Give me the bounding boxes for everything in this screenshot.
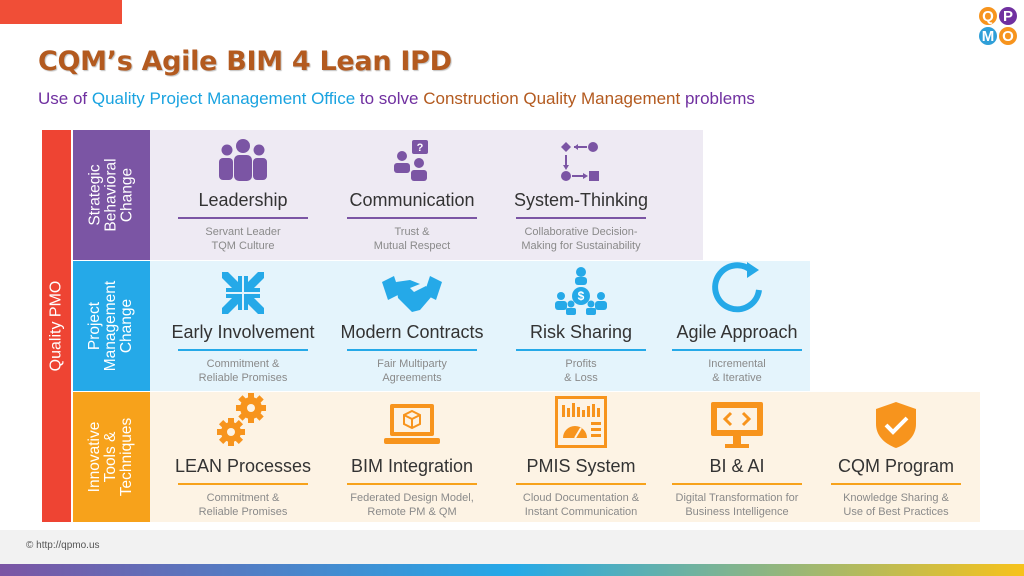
item-divider	[178, 217, 308, 219]
item-divider	[178, 349, 308, 351]
item-divider	[672, 349, 802, 351]
code-monitor-icon	[657, 398, 817, 450]
item-name: System-Thinking	[513, 190, 649, 210]
svg-text:?: ?	[417, 142, 424, 154]
logo-letter: O	[999, 27, 1017, 45]
item-description: Incremental& Iterative	[708, 358, 766, 384]
item-description: Commitment &Reliable Promises	[198, 358, 288, 384]
top-accent-bar	[0, 0, 122, 24]
logo-letter: M	[979, 27, 997, 45]
footer-band	[0, 530, 1024, 564]
flow-diagram-icon	[501, 132, 661, 184]
quality-pmo-bar: Quality PMO	[42, 130, 71, 522]
item-description: Commitment &Reliable Promises	[198, 492, 288, 518]
footer-link[interactable]: © http://qpmo.us	[26, 540, 100, 551]
cycle-arrow-icon	[657, 262, 817, 316]
item-name: BIM Integration	[350, 456, 474, 476]
logo-letter: P	[999, 7, 1017, 25]
item-bim-integration: BIM Integration Federated Design Model,R…	[332, 398, 492, 519]
qpmo-logo: Q P M O	[978, 6, 1018, 46]
shield-check-icon	[816, 398, 976, 450]
item-description: Collaborative Decision-Making for Sustai…	[521, 226, 641, 252]
item-name: CQM Program	[837, 456, 954, 476]
item-name: Early Involvement	[171, 322, 315, 342]
bottom-gradient-bar	[0, 564, 1024, 576]
item-pmis-system: PMIS System Cloud Documentation &Instant…	[501, 396, 661, 519]
item-early-involvement: Early Involvement Commitment &Reliable P…	[163, 264, 323, 385]
item-divider	[347, 217, 477, 219]
item-name: Communication	[349, 190, 475, 210]
item-divider	[516, 349, 646, 351]
item-risk-sharing: $ Risk Sharing Profits& Loss	[501, 264, 661, 385]
item-agile-approach: Agile Approach Incremental& Iterative	[657, 262, 817, 385]
item-description: Cloud Documentation &Instant Communicati…	[522, 492, 640, 518]
logo-letter: Q	[979, 7, 997, 25]
item-lean-processes: LEAN Processes Commitment &Reliable Prom…	[163, 393, 323, 519]
item-system-thinking: System-Thinking Collaborative Decision-M…	[501, 132, 661, 253]
item-divider	[831, 483, 961, 485]
team-icon	[163, 132, 323, 184]
item-divider	[347, 349, 477, 351]
svg-text:$: $	[578, 289, 585, 303]
shared-money-icon: $	[501, 264, 661, 316]
page-subtitle: Use of Quality Project Management Office…	[38, 89, 755, 109]
quality-pmo-label: Quality PMO	[47, 280, 65, 372]
page-title: CQM’s Agile BIM 4 Lean IPD	[38, 46, 452, 77]
subtitle-part: to solve	[355, 89, 424, 108]
dashboard-icon	[501, 396, 661, 450]
item-cqm-program: CQM Program Knowledge Sharing &Use of Be…	[816, 398, 976, 519]
item-name: BI & AI	[709, 456, 765, 476]
item-name: Risk Sharing	[529, 322, 633, 342]
item-divider	[516, 217, 646, 219]
laptop-cube-icon	[332, 398, 492, 450]
row-background-project-management	[150, 261, 810, 391]
item-name: Modern Contracts	[340, 322, 484, 342]
item-divider	[672, 483, 802, 485]
item-description: Federated Design Model,Remote PM & QM	[350, 492, 474, 518]
handshake-icon	[332, 264, 492, 316]
gears-icon	[163, 393, 323, 450]
item-divider	[516, 483, 646, 485]
item-name: LEAN Processes	[174, 456, 312, 476]
communication-icon: ?	[332, 132, 492, 184]
converge-arrows-icon	[163, 264, 323, 316]
item-description: Profits& Loss	[564, 358, 598, 384]
item-name: Agile Approach	[676, 322, 798, 342]
item-name: Leadership	[198, 190, 288, 210]
item-divider	[178, 483, 308, 485]
subtitle-part: problems	[680, 89, 755, 108]
subtitle-part: Quality Project Management Office	[91, 89, 356, 108]
item-name: PMIS System	[526, 456, 636, 476]
item-description: Trust &Mutual Respect	[373, 226, 451, 252]
subtitle-part: Use of	[38, 89, 92, 108]
subtitle-part: Construction Quality Management	[423, 89, 681, 108]
item-description: Knowledge Sharing &Use of Best Practices	[843, 492, 949, 518]
item-communication: ? Communication Trust &Mutual Respect	[332, 132, 492, 253]
item-divider	[347, 483, 477, 485]
